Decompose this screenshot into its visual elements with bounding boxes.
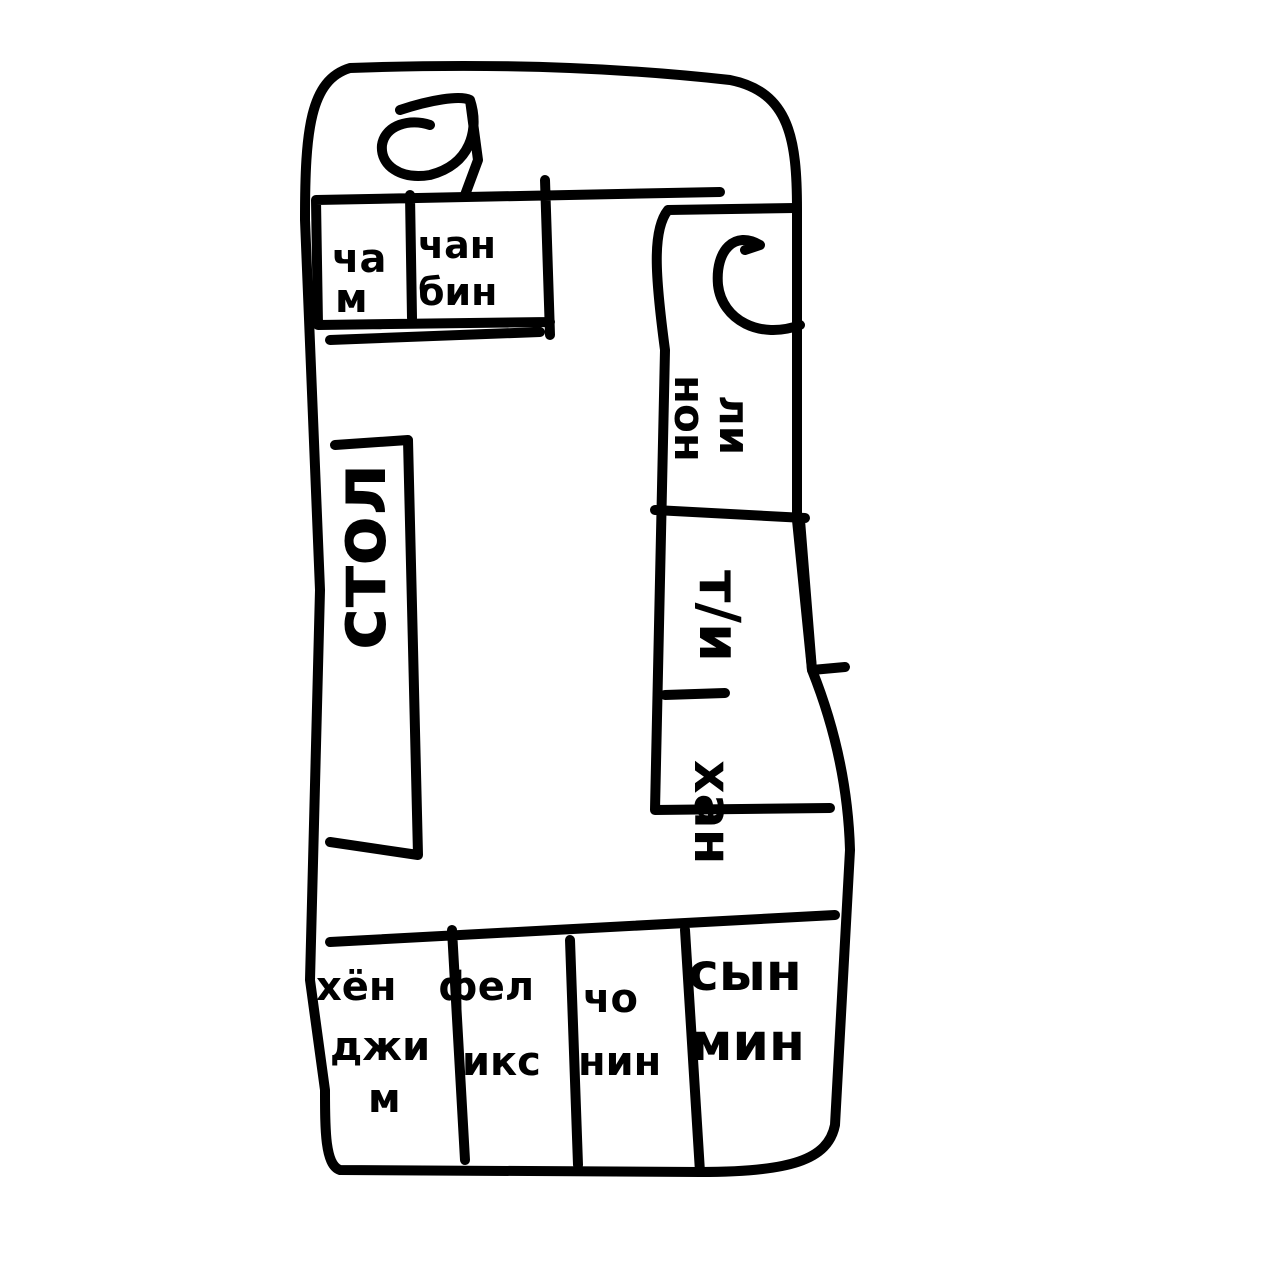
seat-label-left-1b: м — [335, 276, 368, 322]
seat-label-bottom-2b: икс — [462, 1039, 541, 1085]
seat-label-bottom-3: чо — [583, 976, 638, 1022]
seat-label-bottom-4: сын — [688, 943, 802, 1003]
seat-row-top-left — [311, 175, 725, 345]
seat-row-bottom — [325, 910, 840, 1177]
phone-icon — [712, 235, 805, 335]
seat-label-right-1b: нон — [665, 375, 714, 462]
seat-label-bottom-1c: м — [368, 1076, 401, 1122]
table — [325, 435, 423, 860]
seat-label-bottom-1: хён — [316, 964, 397, 1010]
leaf-symbol — [376, 93, 483, 200]
seat-label-right-1: ли — [710, 395, 759, 455]
seat-label-left-2b: бин — [418, 270, 497, 314]
seat-label-right-2: т/и — [686, 570, 751, 662]
seat-label-left-1: ча — [332, 236, 386, 282]
seat-label-left-2: чан — [418, 223, 496, 267]
seat-label-right-3: хан — [682, 760, 742, 865]
seat-label-bottom-2: фел — [438, 964, 534, 1010]
seat-label-bottom-4b: мин — [690, 1013, 805, 1073]
seat-label-bottom-3b: нин — [578, 1039, 661, 1085]
room-outline — [300, 60, 855, 1177]
table-label: стол — [318, 463, 402, 650]
seat-label-bottom-1b: джи — [330, 1024, 430, 1070]
seat-column-right — [650, 203, 850, 815]
